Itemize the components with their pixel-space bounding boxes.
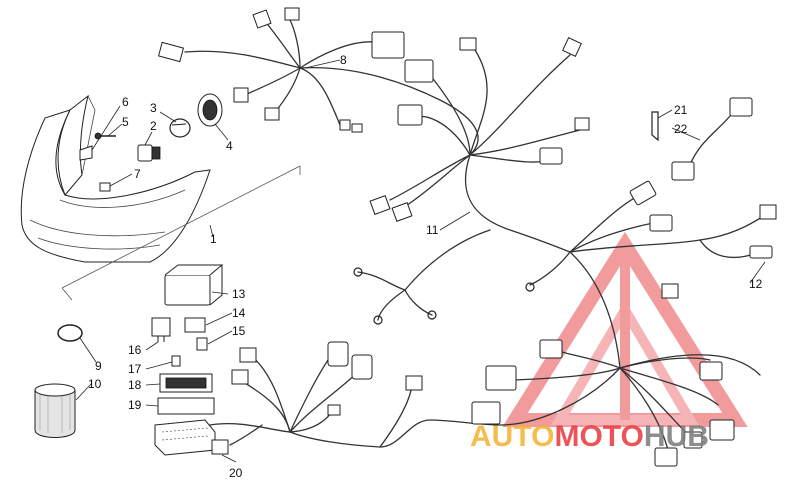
- callout-13: 13: [232, 287, 246, 301]
- callout-6: 6: [122, 95, 129, 109]
- callout-21: 21: [674, 103, 688, 117]
- callout-7: 7: [134, 167, 141, 181]
- callout-14: 14: [232, 306, 246, 320]
- callout-5: 5: [122, 115, 129, 129]
- watermark-text: AUTOMOTOHUB: [470, 420, 709, 453]
- sensor-harness: [651, 97, 753, 181]
- watermark-logo: [502, 231, 748, 427]
- upper-harness: [157, 7, 479, 156]
- retaining-clip-part: [169, 118, 191, 138]
- mini-relay-part: [151, 317, 171, 342]
- leader-lines: [75, 59, 766, 463]
- screw-part: [94, 132, 116, 140]
- band-clamp-part: [57, 324, 83, 342]
- fuse-block-gasket-part: [157, 397, 215, 415]
- relay-box-part: [164, 264, 224, 306]
- callout-8: 8: [340, 53, 347, 67]
- fuse-block-part: [159, 373, 213, 393]
- blade-fuse-part: [171, 355, 181, 367]
- callout-9: 9: [95, 359, 102, 373]
- callout-4: 4: [226, 139, 233, 153]
- callout-1: 1: [210, 232, 217, 246]
- headlight-assembly: [20, 94, 301, 301]
- callout-18: 18: [128, 378, 142, 392]
- fuse-part: [196, 337, 208, 351]
- watermark-part3: HUB: [644, 420, 709, 453]
- sleeve-part: [34, 383, 76, 438]
- spring-clip-part: [79, 145, 93, 161]
- bulb-part: [137, 144, 161, 162]
- callout-20: 20: [229, 466, 243, 480]
- callout-22: 22: [674, 122, 688, 136]
- watermark-part2: MOTO: [554, 420, 643, 453]
- callout-11: 11: [426, 223, 439, 237]
- relay-part: [184, 317, 206, 333]
- callout-2: 2: [150, 119, 157, 133]
- watermark-part1: AUTO: [470, 420, 554, 453]
- callout-17: 17: [128, 362, 142, 376]
- small-clip-part: [99, 182, 111, 192]
- rubber-boot-part: [197, 93, 223, 127]
- fuse-box-housing-part: [154, 419, 216, 456]
- lower-harness: [209, 339, 761, 467]
- callout-3: 3: [150, 101, 157, 115]
- connector-part-20: [211, 439, 229, 455]
- callout-15: 15: [232, 324, 246, 338]
- callout-12: 12: [749, 277, 763, 291]
- callout-16: 16: [128, 343, 142, 357]
- callout-19: 19: [128, 398, 142, 412]
- callout-10: 10: [88, 377, 102, 391]
- main-harness: [353, 37, 777, 369]
